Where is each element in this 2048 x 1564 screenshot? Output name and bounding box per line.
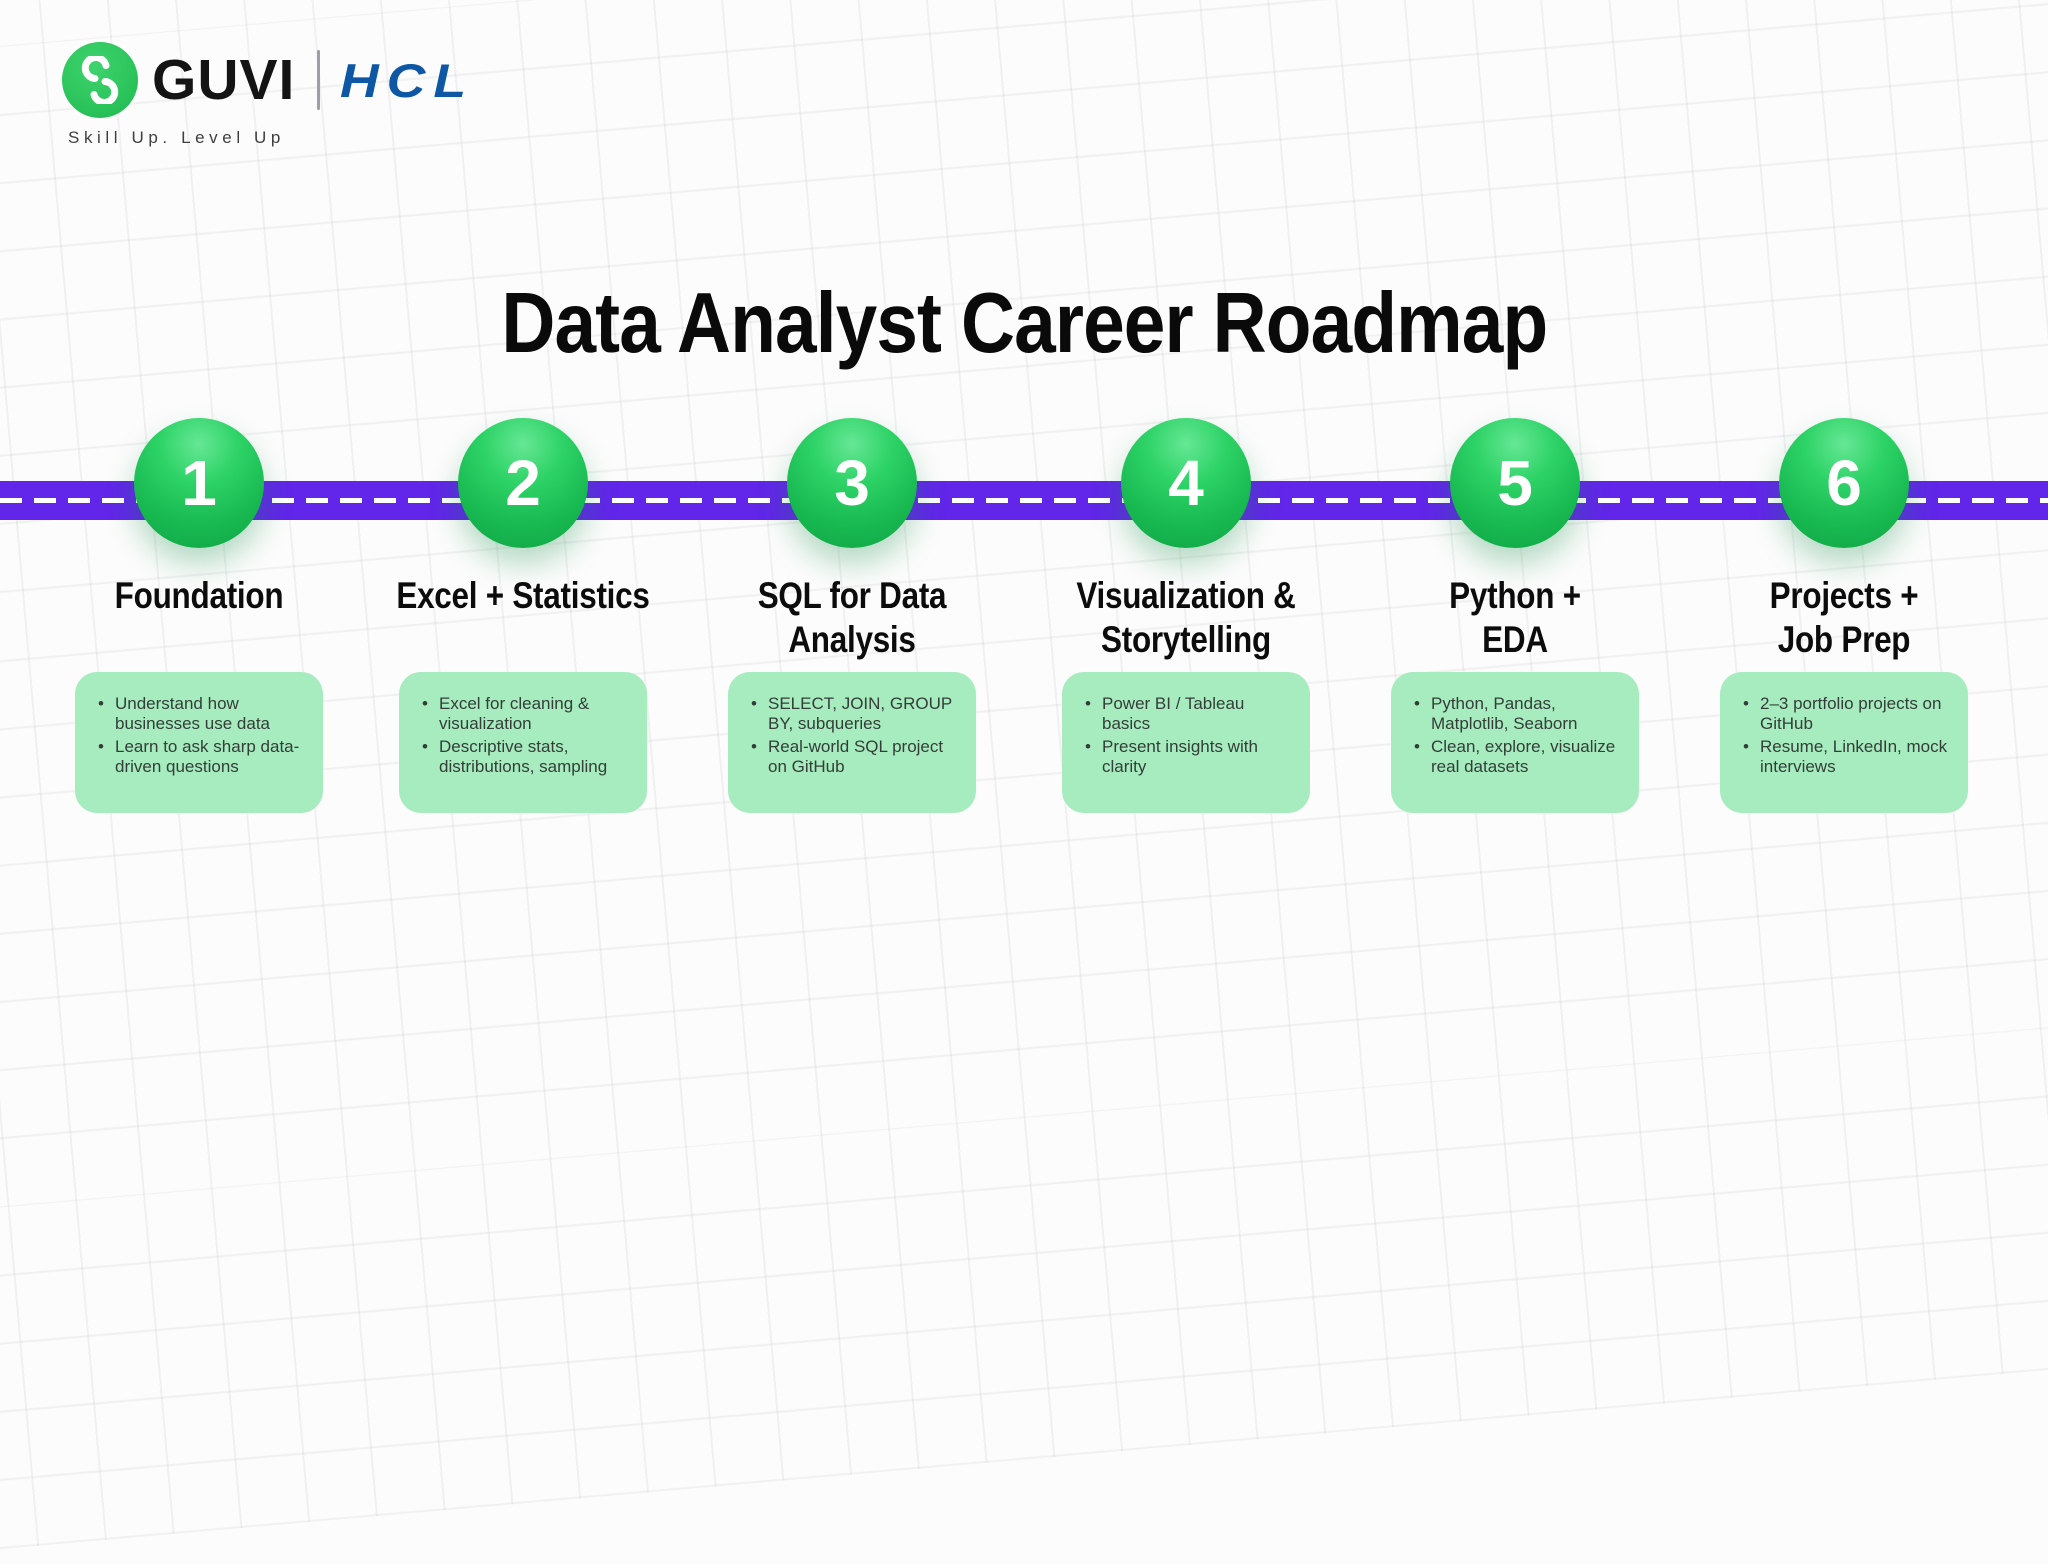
step-card: Excel for cleaning & visualization Descr… [399,672,647,813]
step-card: 2–3 portfolio projects on GitHub Resume,… [1720,672,1968,813]
card-bullet: Python, Pandas, Matplotlib, Seaborn [1405,694,1619,734]
hcl-wordmark: HCL [340,53,475,107]
card-bullet: Power BI / Tableau basics [1076,694,1290,734]
step-5: 5 Python + EDA Python, Pandas, Matplotli… [1349,418,1681,813]
step-title-line: SQL for Data [757,575,947,616]
step-4-node: 4 [1121,418,1251,548]
card-bullet-list: Understand how businesses use data Learn… [89,694,303,777]
card-bullet: SELECT, JOIN, GROUP BY, subqueries [742,694,956,734]
card-bullet: Descriptive stats, distributions, sampli… [413,737,627,777]
step-title-line: Visualization & [1076,575,1296,616]
card-bullet: Clean, explore, visualize real datasets [1405,737,1619,777]
step-card: SELECT, JOIN, GROUP BY, subqueries Real-… [728,672,976,813]
step-title-line: Storytelling [1101,618,1271,660]
card-bullet-list: Excel for cleaning & visualization Descr… [413,694,627,777]
step-4: 4 Visualization & Storytelling Power BI … [1020,418,1352,813]
step-title-line: Python + [1449,575,1581,616]
card-bullet-list: Power BI / Tableau basics Present insigh… [1076,694,1290,777]
step-title: Visualization & Storytelling [1020,574,1352,672]
step-title-line: Projects + [1769,575,1919,616]
card-bullet: Resume, LinkedIn, mock interviews [1734,737,1948,777]
step-title-line: EDA [1482,618,1548,660]
step-title-line: Job Prep [1777,618,1911,660]
step-3: 3 SQL for Data Analysis SELECT, JOIN, GR… [686,418,1018,813]
card-bullet-list: Python, Pandas, Matplotlib, Seaborn Clea… [1405,694,1619,777]
step-3-node: 3 [787,418,917,548]
card-bullet: 2–3 portfolio projects on GitHub [1734,694,1948,734]
step-title: Projects + Job Prep [1678,574,2010,672]
step-card: Understand how businesses use data Learn… [75,672,323,813]
card-bullet-list: SELECT, JOIN, GROUP BY, subqueries Real-… [742,694,956,777]
step-2: 2 Excel + Statistics Excel for cleaning … [357,418,689,813]
guvi-wordmark: GUVI [152,48,296,112]
card-bullet: Real-world SQL project on GitHub [742,737,956,777]
step-title: SQL for Data Analysis [686,574,1018,672]
brand-tagline: Skill Up. Level Up [68,128,285,147]
card-bullet: Understand how businesses use data [89,694,303,734]
step-2-node: 2 [458,418,588,548]
step-card: Python, Pandas, Matplotlib, Seaborn Clea… [1391,672,1639,813]
step-number: 2 [505,447,541,519]
step-number: 6 [1826,447,1862,519]
step-6: 6 Projects + Job Prep 2–3 portfolio proj… [1678,418,2010,813]
step-title: Python + EDA [1349,574,1681,672]
card-bullet: Learn to ask sharp data-driven questions [89,737,303,777]
step-number: 4 [1168,447,1204,519]
step-number: 1 [181,447,217,519]
guvi-logo-icon [62,42,138,118]
step-title-line: Analysis [788,618,916,660]
page-title: Data Analyst Career Roadmap [0,277,2048,371]
step-1: 1 Foundation Understand how businesses u… [33,418,365,813]
logo-divider [317,50,321,110]
step-number: 3 [834,447,870,519]
step-title-line: Foundation [114,575,284,616]
logo-row: GUVI HCL [62,42,466,118]
timeline-band [0,481,2048,520]
card-bullet: Present insights with clarity [1076,737,1290,777]
step-5-node: 5 [1450,418,1580,548]
step-title: Foundation [33,574,365,672]
timeline-dash-line [0,498,2048,503]
step-6-node: 6 [1779,418,1909,548]
step-title-line: Excel + Statistics [396,575,650,616]
step-card: Power BI / Tableau basics Present insigh… [1062,672,1310,813]
brand-header: GUVI HCL Skill Up. Level Up [62,42,466,148]
step-title: Excel + Statistics [357,574,689,672]
step-number: 5 [1497,447,1533,519]
page-title-text: Data Analyst Career Roadmap [501,275,1548,371]
card-bullet: Excel for cleaning & visualization [413,694,627,734]
card-bullet-list: 2–3 portfolio projects on GitHub Resume,… [1734,694,1948,777]
step-1-node: 1 [134,418,264,548]
